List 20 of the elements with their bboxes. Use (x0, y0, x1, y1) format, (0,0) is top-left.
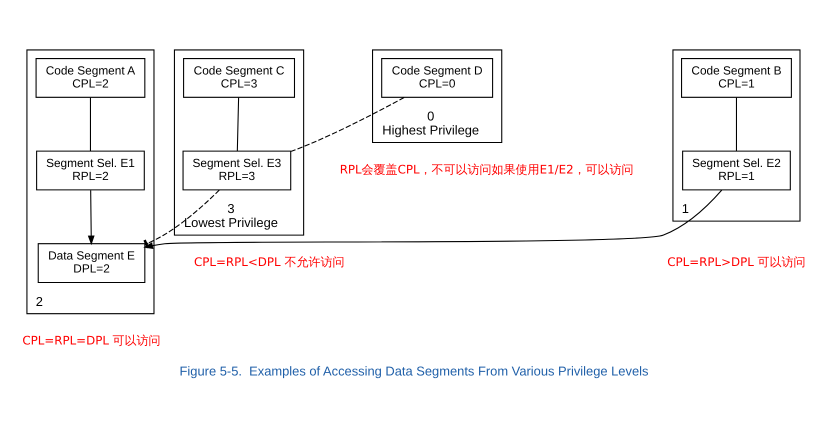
arrow (88, 190, 95, 245)
node-box: Code Segment B CPL=1 (681, 58, 792, 98)
connector (736, 97, 737, 151)
node-box: Segment Sel. E3 RPL=3 (182, 150, 292, 190)
node-box: Code Segment C CPL=3 (183, 58, 296, 98)
arrow (143, 189, 722, 248)
label: RPL会覆盖CPL，不可以访问如果使用E1/E2，可以访问 (340, 162, 634, 176)
connector (90, 97, 91, 151)
node-box: Data Segment E DPL=2 (38, 242, 146, 283)
connector (236, 97, 240, 151)
node-box: Segment Sel. E2 RPL=1 (682, 150, 791, 190)
label: CPL=RPL<DPL 不允许访问 (194, 254, 344, 269)
node-box: Code Segment A CPL=2 (36, 58, 146, 98)
label: CPL=RPL=DPL 可以访问 (22, 333, 161, 348)
node-box: Segment Sel. E1 RPL=2 (36, 150, 145, 190)
connector (290, 96, 404, 152)
caption: Figure 5-5. Examples of Accessing Data Segments From Various Privilege Levels (180, 363, 648, 378)
label: CPL=RPL>DPL 可以访问 (667, 254, 806, 269)
node-box: Code Segment D CPL=0 (381, 58, 494, 98)
connector (143, 189, 220, 248)
